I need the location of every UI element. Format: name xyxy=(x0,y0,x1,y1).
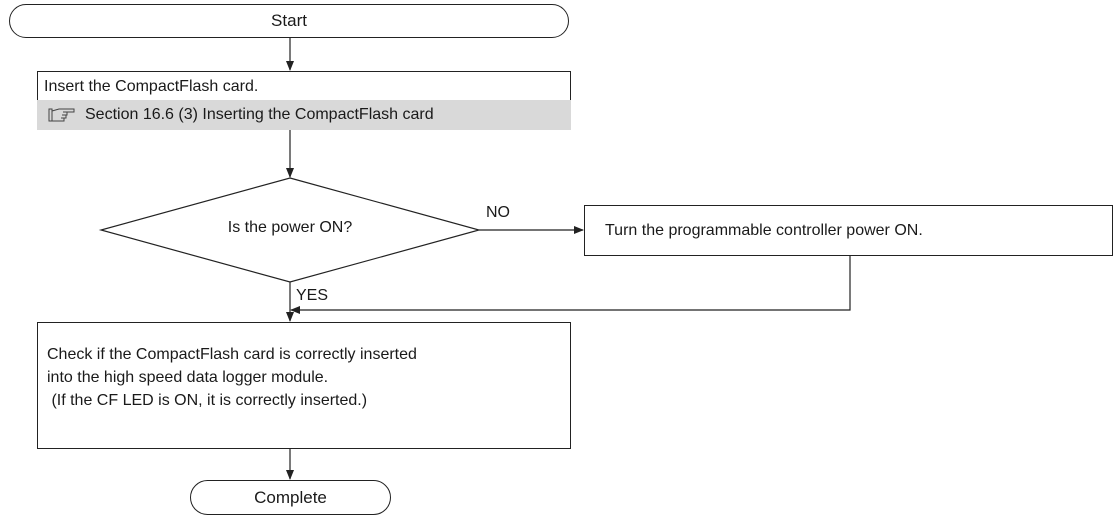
insert-card-text: Insert the CompactFlash card. xyxy=(44,78,259,95)
no-branch-label: NO xyxy=(486,204,510,221)
pointing-hand-icon xyxy=(47,106,77,124)
yes-branch-label: YES xyxy=(296,287,329,304)
decision-question: Is the power ON? xyxy=(227,219,353,236)
insert-card-step: Insert the CompactFlash card. xyxy=(37,71,571,100)
complete-terminal: Complete xyxy=(190,480,391,515)
check-insertion-step: Check if the CompactFlash card is correc… xyxy=(37,322,571,449)
start-terminal: Start xyxy=(9,4,569,38)
check-text-line1: Check if the CompactFlash card is correc… xyxy=(47,346,417,363)
arrow-power-on-to-merge xyxy=(290,256,851,314)
check-text-line2: into the high speed data logger module. xyxy=(47,369,329,386)
complete-label: Complete xyxy=(254,487,327,507)
reference-text: Section 16.6 (3) Inserting the CompactFl… xyxy=(85,106,434,123)
check-text-line3: (If the CF LED is ON, it is correctly in… xyxy=(47,392,368,409)
start-label: Start xyxy=(271,11,307,30)
power-on-text: Turn the programmable controller power O… xyxy=(605,221,923,239)
power-on-step: Turn the programmable controller power O… xyxy=(584,205,1113,256)
reference-band: Section 16.6 (3) Inserting the CompactFl… xyxy=(37,100,571,130)
